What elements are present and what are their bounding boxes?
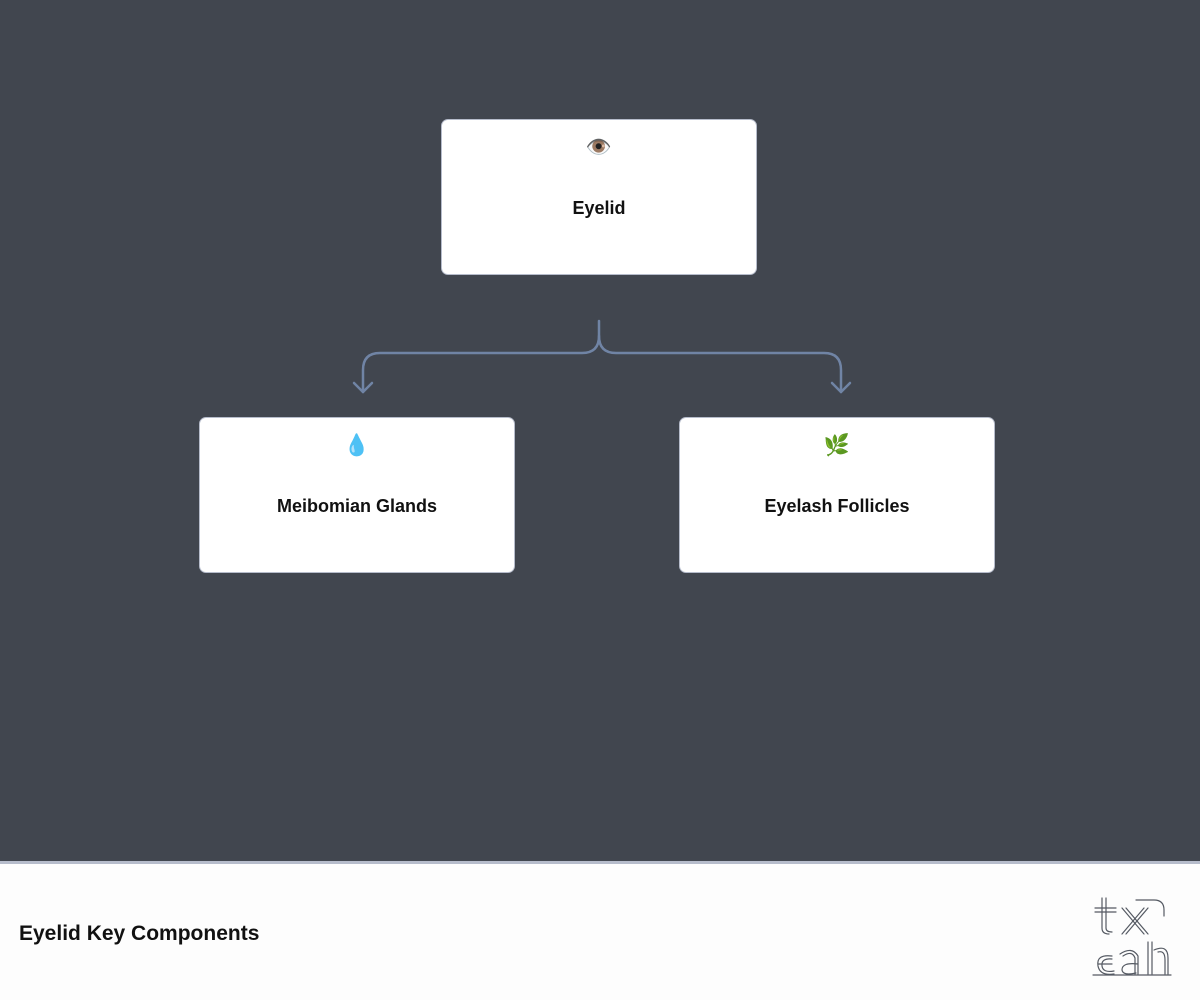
footer-bar: Eyelid Key Components bbox=[0, 861, 1200, 1000]
node-label: Eyelid bbox=[572, 198, 626, 218]
droplet-icon: 💧 bbox=[343, 433, 371, 457]
connector-trunk bbox=[361, 319, 601, 394]
diagram-canvas: 👁️ Eyelid 💧 Meibomian Glands 🌿 Eyelash F… bbox=[0, 0, 1200, 861]
node-label: Meibomian Glands bbox=[276, 496, 438, 516]
node-eyelash-follicles: 🌿 Eyelash Follicles bbox=[679, 417, 995, 573]
branch-connector bbox=[352, 319, 852, 394]
arrowhead-right bbox=[830, 381, 852, 394]
brand-logo-icon bbox=[1092, 897, 1172, 976]
node-meibomian-glands: 💧 Meibomian Glands bbox=[199, 417, 515, 573]
diagram-title: Eyelid Key Components bbox=[19, 922, 260, 945]
arrowhead-left bbox=[352, 381, 374, 394]
herb-icon: 🌿 bbox=[823, 433, 851, 457]
node-label: Eyelash Follicles bbox=[764, 496, 910, 516]
node-eyelid: 👁️ Eyelid bbox=[441, 119, 757, 275]
eye-icon: 👁️ bbox=[585, 135, 613, 159]
connector-branch-right bbox=[597, 334, 843, 394]
